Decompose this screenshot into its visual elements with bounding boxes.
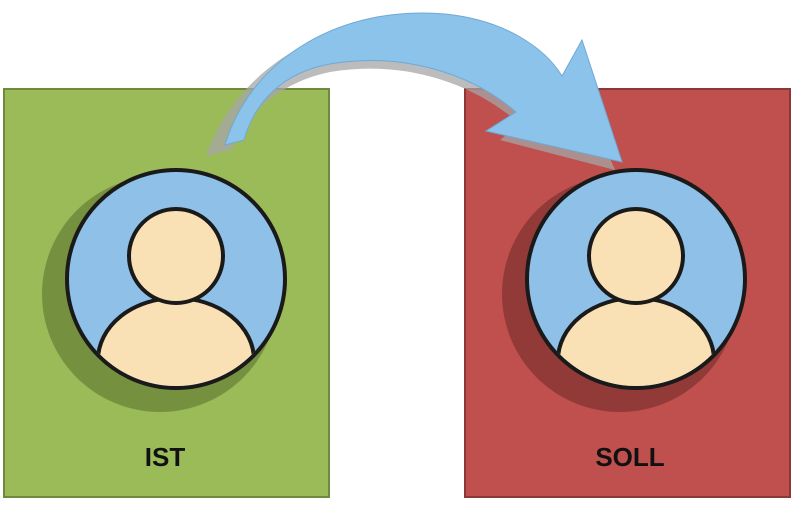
ist-label: IST bbox=[145, 442, 186, 472]
soll-label: SOLL bbox=[595, 442, 664, 472]
soll-panel: SOLL bbox=[464, 88, 791, 498]
ist-panel: IST bbox=[3, 88, 330, 498]
curved-arrow-icon bbox=[224, 12, 623, 163]
